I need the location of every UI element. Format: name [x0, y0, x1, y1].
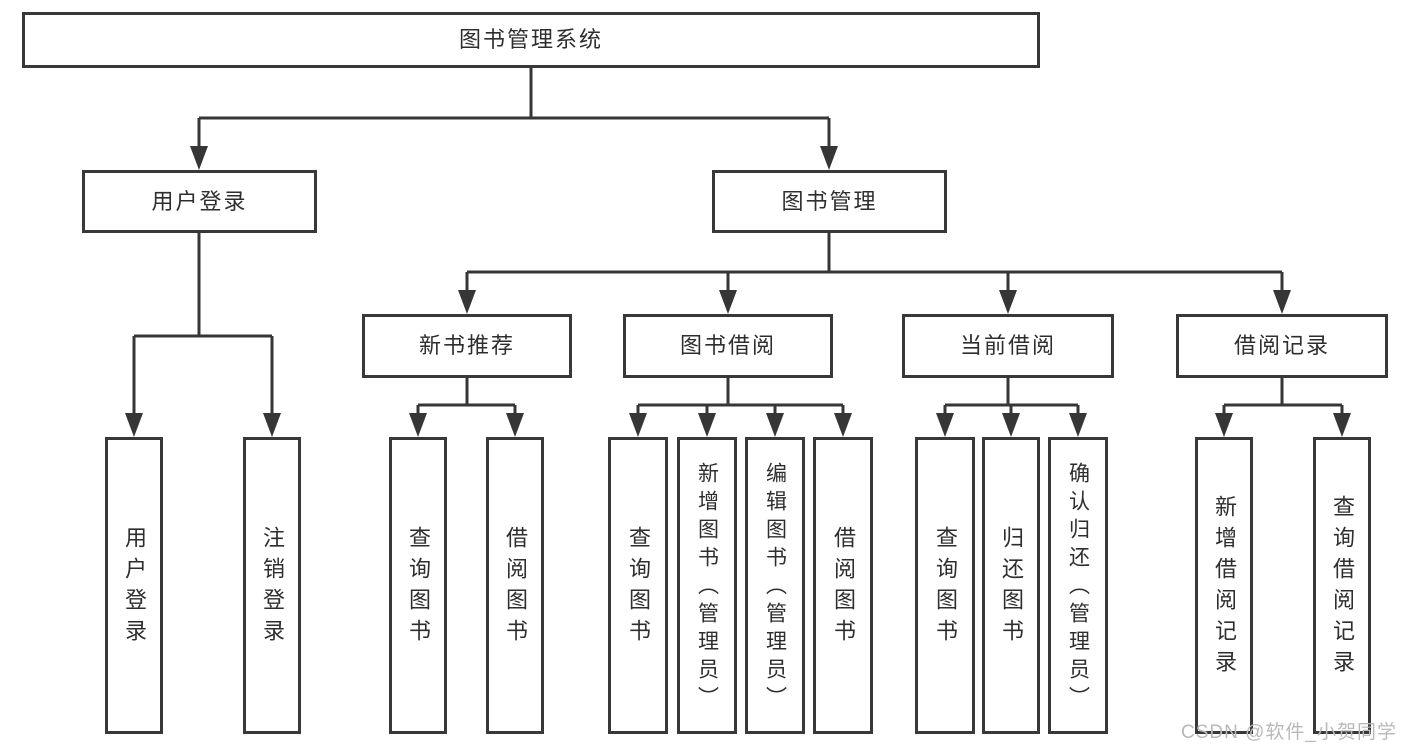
node-new-book-recommend: 新书推荐	[362, 314, 572, 378]
node-book-management: 图书管理	[712, 170, 947, 233]
node-borrowing-records: 借阅记录	[1176, 314, 1388, 378]
node-leaf-borrow-borrow-book: 借阅图书	[813, 437, 873, 734]
node-user-login: 用户登录	[82, 170, 317, 233]
node-leaf-recommend-borrow-book: 借阅图书	[486, 437, 544, 734]
node-current-borrowing: 当前借阅	[902, 314, 1114, 378]
node-leaf-user-login: 用户登录	[105, 437, 163, 734]
node-leaf-logout: 注销登录	[243, 437, 301, 734]
csdn-watermark: CSDN @软件_小贺同学	[1181, 722, 1397, 743]
node-leaf-current-query-book: 查询图书	[915, 437, 975, 734]
arrowheads	[125, 146, 1351, 437]
node-leaf-record-query-record: 查询借阅记录	[1313, 437, 1371, 734]
node-leaf-current-return-book: 归还图书	[982, 437, 1040, 734]
node-leaf-current-confirm-return-admin: 确认归还（管理员）	[1048, 437, 1108, 734]
node-root-system: 图书管理系统	[22, 12, 1040, 68]
node-book-borrowing: 图书借阅	[623, 314, 833, 378]
node-leaf-recommend-query-book: 查询图书	[389, 437, 447, 734]
node-leaf-borrow-edit-book-admin: 编辑图书（管理员）	[745, 437, 805, 734]
node-leaf-borrow-query-book: 查询图书	[608, 437, 668, 734]
node-leaf-borrow-add-book-admin: 新增图书（管理员）	[677, 437, 737, 734]
node-leaf-record-add-record: 新增借阅记录	[1195, 437, 1253, 734]
